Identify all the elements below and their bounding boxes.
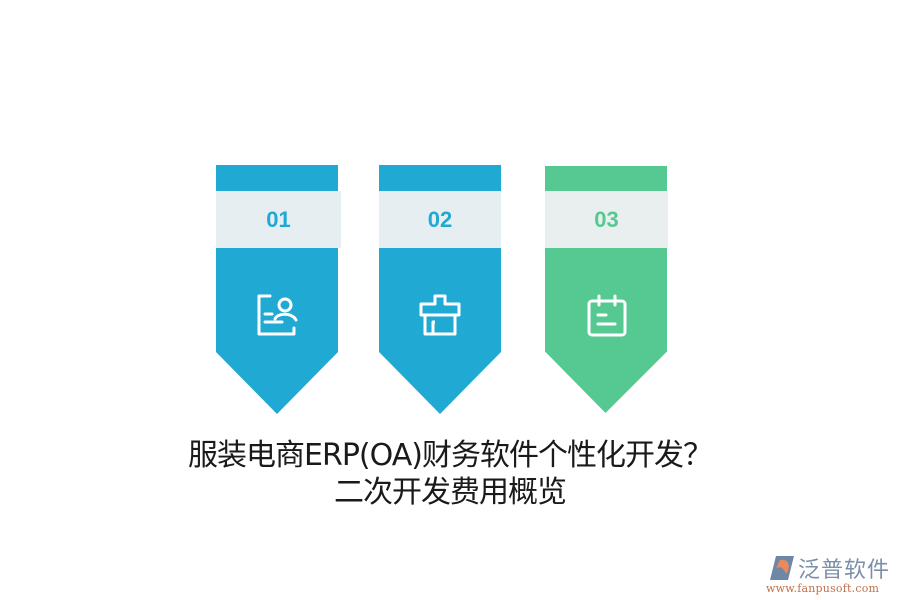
shop-house-icon (419, 294, 461, 336)
brand-url: www.fanpusoft.com (766, 582, 880, 595)
step-card-03: 03 (545, 165, 668, 415)
step-card-01: 01 (216, 165, 341, 415)
step-card-02: 02 (379, 165, 501, 415)
brand-name: 泛普软件 (798, 558, 891, 583)
step-number: 01 (216, 191, 341, 248)
fanpu-logo-icon (770, 556, 794, 580)
page-title-line2: 二次开发费用概览 (334, 475, 567, 510)
calendar-icon (587, 294, 627, 337)
brand-logo: 泛普软件 www.fanpusoft.com (766, 552, 896, 596)
step-number: 02 (379, 191, 501, 248)
page-title-line1: 服装电商ERP(OA)财务软件个性化开发？ (188, 438, 713, 473)
resume-person-icon (257, 294, 298, 336)
step-number: 03 (545, 191, 668, 248)
